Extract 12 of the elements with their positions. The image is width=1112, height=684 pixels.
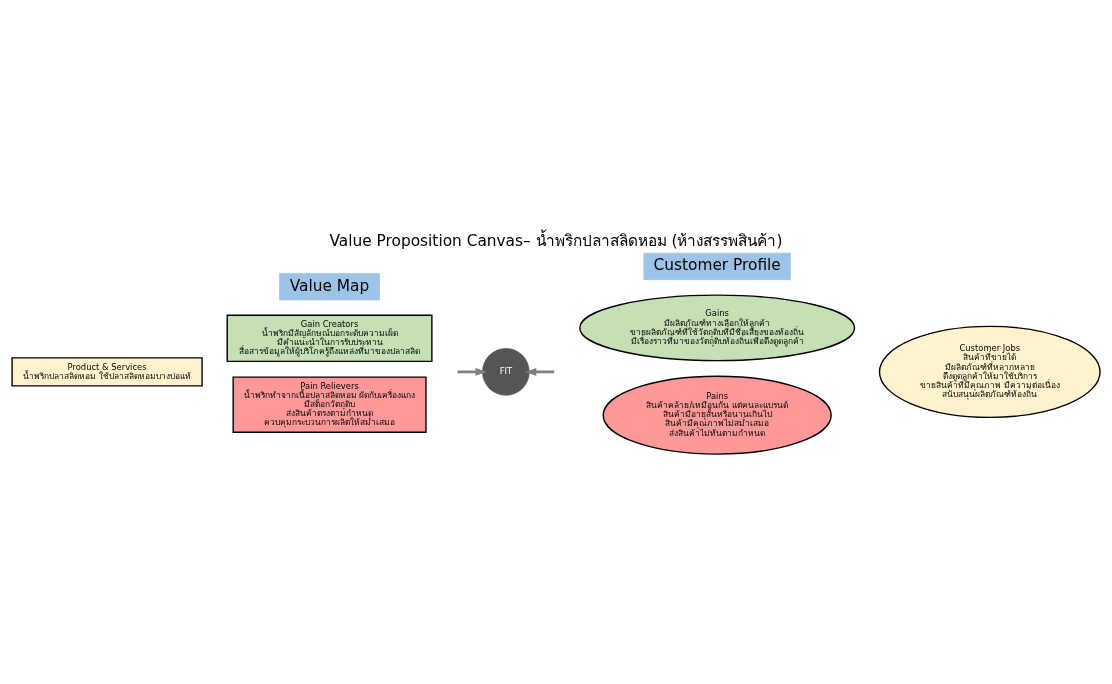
node-box: Gain Creators น้ำพริกมีสัญลักษณ์บอกระดับความเผ็ด มีคำแนะนำในการรับประทาน สื่อสารข้อมูลให้ผู้บริโภครู้ถึงแหล่งที่มาของปลาสลิด [226, 314, 433, 362]
node-box: Product & Services น้ำพริกปลาสลิดหอม ใช้ปลาสลิดหอมบางบ่อแท้ [11, 356, 203, 387]
node-box: Customer Profile [643, 252, 791, 280]
arrow [457, 367, 487, 376]
arrow [525, 367, 555, 376]
node-ellipse: Customer Jobs สินค้าที่ขายได้ มีผลิตภัณฑ์ที่หลากหลาย ดึงดูดลูกค้าให้มาใช้บริการ ขายสินค้าที่มีคุณภาพ มีความต่อเนื่อง สนับสนุนผลิตภัณฑ์ท้องถิ่น [878, 325, 1101, 418]
diagram-title: Value Proposition Canvas– น้ำพริกปลาสลิดหอม (ห้างสรรพสินค้า) [329, 231, 783, 250]
node-box: Pain Relievers น้ำพริกทำจากเนื้อปลาสลิดหอม ผัดกับเครื่องแกง มีสต็อกวัตถุดิบ ส่งสินค้าตรงตามกำหนด ควบคุมกระบวนการผลิตให้สม่ำเสมอ [232, 375, 427, 433]
node-ellipse: Pains สินค้าคล้าย/เหมือนกัน แต่คนละแบรนด์ สินค้ามีอายุสั้นหรือนานเกินไป สินค้ามีคุณภาพไม่สม่ำเสมอ ส่งสินค้าไม่ทันตามกำหนด [602, 375, 832, 455]
node-circle: FIT [482, 347, 530, 396]
node-ellipse: Gains มีผลิตภัณฑ์ทางเลือกให้ลูกค้า ขายผลิตภัณฑ์ที่ใช้วัตถุดิบที่มีชื่อเสียงของท้องถิ่น มีเรื่องราวที่มาของวัตถุดิบท้องถิ่นเพื่อดึงดูดลูกค้า [579, 293, 856, 361]
node-box: Value Map [279, 272, 380, 300]
